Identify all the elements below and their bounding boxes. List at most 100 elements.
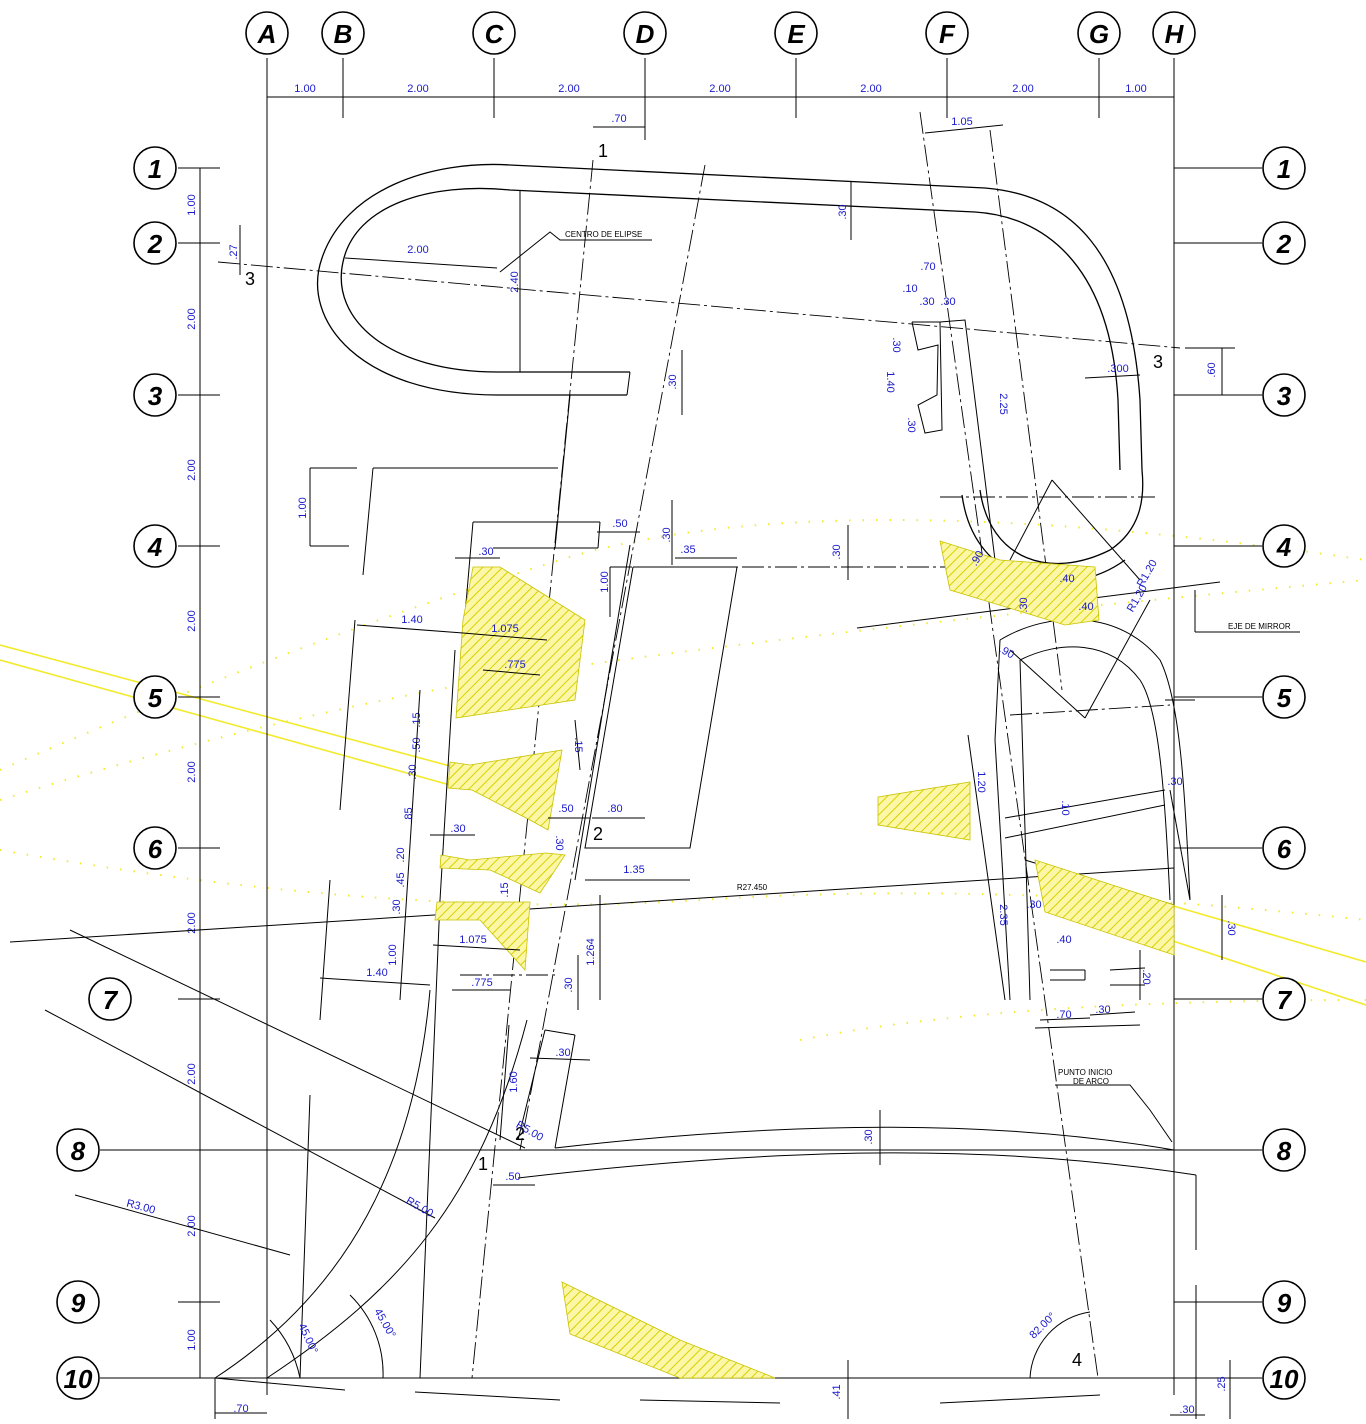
svg-text:2: 2 xyxy=(515,1124,525,1144)
svg-text:2.40: 2.40 xyxy=(509,271,521,292)
svg-text:2.00: 2.00 xyxy=(407,83,428,95)
svg-text:.30: .30 xyxy=(391,899,403,914)
svg-text:2.00: 2.00 xyxy=(186,912,198,933)
yellow-overlay xyxy=(0,519,1366,1041)
svg-text:.30: .30 xyxy=(450,823,465,835)
row-bubble-left-4: 4 xyxy=(133,524,177,568)
svg-text:.30: .30 xyxy=(837,204,849,219)
svg-text:1.00: 1.00 xyxy=(186,194,198,215)
svg-text:5: 5 xyxy=(148,683,163,713)
row-bubble-right-7: 7 xyxy=(1262,977,1306,1021)
row-bubble-right-8: 8 xyxy=(1262,1128,1306,1172)
svg-text:2.00: 2.00 xyxy=(1012,83,1033,95)
svg-text:.300: .300 xyxy=(1107,363,1128,375)
svg-text:5: 5 xyxy=(1277,683,1292,713)
svg-text:.85: .85 xyxy=(403,807,415,822)
svg-text:.70: .70 xyxy=(611,113,626,125)
svg-text:2.00: 2.00 xyxy=(186,1215,198,1236)
svg-text:G: G xyxy=(1089,19,1109,49)
svg-text:.10: .10 xyxy=(902,283,917,295)
svg-text:3: 3 xyxy=(148,381,163,411)
svg-text:.775: .775 xyxy=(471,977,492,989)
svg-text:1.35: 1.35 xyxy=(623,864,644,876)
column-bubble-b: B xyxy=(321,11,365,55)
annotation-ellipse-center: CENTRO DE ELIPSE xyxy=(499,230,652,273)
row-bubble-left-6: 6 xyxy=(133,826,177,870)
svg-text:.27: .27 xyxy=(228,244,240,259)
svg-text:F: F xyxy=(939,19,956,49)
column-bubble-d: D xyxy=(623,11,667,55)
row-bubble-right-6: 6 xyxy=(1262,826,1306,870)
svg-text:1.00: 1.00 xyxy=(1125,83,1146,95)
grid-lines xyxy=(100,58,1262,1395)
svg-text:.30: .30 xyxy=(563,977,575,992)
svg-text:1.40: 1.40 xyxy=(366,967,387,979)
svg-text:82.00°: 82.00° xyxy=(1027,1310,1058,1341)
svg-text:.30: .30 xyxy=(863,1129,875,1144)
svg-text:1.264: 1.264 xyxy=(585,938,597,966)
column-bubble-c: C xyxy=(472,11,516,55)
svg-text:.30: .30 xyxy=(1026,899,1041,911)
row-bubble-left-9: 9 xyxy=(56,1280,100,1324)
svg-text:1: 1 xyxy=(148,154,162,184)
svg-text:9: 9 xyxy=(71,1288,86,1318)
svg-text:.30: .30 xyxy=(1095,1004,1110,1016)
svg-text:.30: .30 xyxy=(1179,1404,1194,1416)
svg-text:1.60: 1.60 xyxy=(508,1071,520,1092)
svg-text:.30: .30 xyxy=(661,527,673,542)
row-bubble-right-5: 5 xyxy=(1262,675,1306,719)
svg-text:E: E xyxy=(787,19,805,49)
dimension-lines xyxy=(214,124,1235,1419)
svg-text:.30: .30 xyxy=(1167,776,1182,788)
svg-text:CENTRO DE ELIPSE: CENTRO DE ELIPSE xyxy=(565,230,642,239)
svg-text:1.00: 1.00 xyxy=(186,1329,198,1350)
svg-text:1.00: 1.00 xyxy=(599,571,611,592)
svg-text:1.00: 1.00 xyxy=(294,83,315,95)
svg-text:6: 6 xyxy=(148,834,163,864)
svg-text:2: 2 xyxy=(1276,229,1292,259)
row-spacing-dimensions: 1.00 2.00 2.00 2.00 2.00 2.00 2.00 2.00 … xyxy=(186,194,198,1350)
column-spacing-dimensions: 1.00 2.00 2.00 2.00 2.00 2.00 1.00 xyxy=(294,83,1146,95)
row-bubble-right-10: 10 xyxy=(1262,1356,1306,1400)
svg-text:2.00: 2.00 xyxy=(407,244,428,256)
svg-text:1: 1 xyxy=(1277,154,1291,184)
svg-text:.30: .30 xyxy=(1225,920,1237,935)
svg-text:R1.20: R1.20 xyxy=(1125,583,1150,614)
svg-text:1.20: 1.20 xyxy=(975,771,987,792)
svg-text:10: 10 xyxy=(1270,1364,1299,1394)
svg-text:.30: .30 xyxy=(831,544,843,559)
svg-text:45.00°: 45.00° xyxy=(371,1307,397,1341)
svg-text:2: 2 xyxy=(147,229,163,259)
svg-text:2.00: 2.00 xyxy=(186,308,198,329)
row-bubble-left-2: 2 xyxy=(133,221,177,265)
svg-text:1.00: 1.00 xyxy=(297,497,309,518)
svg-text:45.00°: 45.00° xyxy=(296,1322,320,1356)
column-bubble-f: F xyxy=(925,11,969,55)
dash-dot-guides xyxy=(217,111,1181,1379)
svg-text:.15: .15 xyxy=(411,712,423,727)
svg-text:8: 8 xyxy=(1277,1136,1292,1166)
svg-text:PUNTO INICIO: PUNTO INICIO xyxy=(1058,1068,1113,1077)
svg-text:.30: .30 xyxy=(553,835,565,850)
svg-text:1.40: 1.40 xyxy=(401,614,422,626)
svg-text:.30: .30 xyxy=(905,417,917,432)
row-bubble-left-5: 5 xyxy=(133,675,177,719)
svg-text:.30: .30 xyxy=(919,296,934,308)
column-bubble-e: E xyxy=(774,11,818,55)
central-walls xyxy=(9,394,1300,1404)
svg-text:3: 3 xyxy=(1277,381,1292,411)
svg-text:.20: .20 xyxy=(395,847,407,862)
svg-text:2.25: 2.25 xyxy=(997,393,1009,414)
hatched-areas xyxy=(434,540,1175,1379)
svg-text:10: 10 xyxy=(64,1364,93,1394)
svg-text:1.40: 1.40 xyxy=(884,371,896,392)
svg-text:.30: .30 xyxy=(1018,597,1030,612)
row-bubble-left-8: 8 xyxy=(56,1128,100,1172)
svg-text:2: 2 xyxy=(593,824,603,844)
svg-text:.50: .50 xyxy=(411,737,423,752)
svg-text:8: 8 xyxy=(71,1136,86,1166)
svg-text:9: 9 xyxy=(1277,1288,1292,1318)
svg-text:EJE DE MIRROR: EJE DE MIRROR xyxy=(1228,622,1291,631)
svg-text:1: 1 xyxy=(478,1154,488,1174)
svg-text:.15: .15 xyxy=(499,882,511,897)
